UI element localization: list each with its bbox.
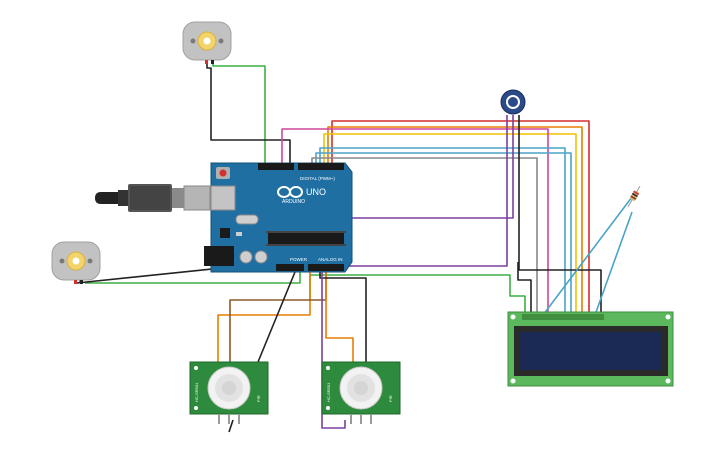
wire-pink-lcd[interactable]	[281, 128, 549, 315]
wire-blue-lcd[interactable]	[319, 147, 566, 315]
motor-terminal-red[interactable]	[205, 60, 208, 64]
wire-motor2-green[interactable]	[85, 272, 301, 284]
wire-blue2-lcd[interactable]	[315, 152, 572, 315]
wire-pir2-orange[interactable]	[325, 272, 354, 362]
wire-pir2-purple[interactable]	[321, 272, 346, 429]
lcd-pin-header[interactable]	[522, 314, 604, 320]
regulator-chip	[220, 228, 230, 238]
analog-label: ANALOG IN	[318, 257, 343, 262]
pir-hole	[194, 366, 198, 370]
atmega-chip	[268, 232, 344, 244]
resistor-band-2	[631, 192, 638, 198]
smd-part	[236, 232, 242, 236]
wire-motor1-black[interactable]	[206, 60, 291, 165]
pir-pin[interactable]	[370, 414, 372, 424]
pir-pin[interactable]	[218, 414, 220, 424]
pir-hole	[326, 406, 330, 410]
resistor-band-1	[630, 195, 637, 200]
dc-motor-top[interactable]	[182, 21, 232, 64]
wire-red-lcd[interactable]	[331, 120, 590, 315]
motor-shaft	[203, 37, 211, 45]
potentiometer[interactable]	[500, 89, 526, 115]
resistor-band-3	[633, 190, 640, 196]
header-analog[interactable]	[308, 264, 344, 271]
wires	[76, 60, 633, 433]
pir-pin[interactable]	[228, 414, 230, 424]
capacitor-2	[254, 250, 268, 264]
crystal	[235, 214, 259, 225]
resistor-icon[interactable]	[625, 185, 642, 209]
pir-back-label: PIR	[388, 395, 393, 402]
pir-hole	[194, 406, 198, 410]
lcd-display[interactable]	[507, 311, 674, 387]
pir-dome-core	[354, 381, 368, 395]
power-label: POWER	[290, 257, 308, 262]
wire-yellow-lcd[interactable]	[323, 133, 577, 315]
pir-sensor-2[interactable]: HC-SR501 PIR	[321, 361, 401, 424]
wire-pir1-black[interactable]	[257, 271, 296, 363]
wire-pir1-brown[interactable]	[229, 272, 327, 362]
arduino-logo-text: ARDUINO	[282, 199, 305, 205]
motor-terminal-black[interactable]	[211, 60, 214, 64]
wire-motor1-green[interactable]	[212, 60, 266, 165]
arduino-model-text: UNO	[306, 187, 326, 197]
wire-pir1-black2[interactable]	[228, 419, 234, 433]
potentiometer-knob-inner	[508, 97, 518, 107]
header-digital-b[interactable]	[298, 163, 344, 170]
arduino-logo: ARDUINO UNO	[277, 186, 326, 205]
motor-shaft	[72, 257, 80, 265]
wire-resistor-a[interactable]	[542, 196, 633, 316]
power-jack[interactable]	[204, 246, 234, 266]
wire-pir2-black[interactable]	[319, 272, 367, 362]
motor-screw-right	[87, 258, 93, 264]
reset-button-cap[interactable]	[219, 169, 227, 177]
chip-socket-bottom	[266, 244, 346, 246]
pir-back-label: PIR	[256, 395, 261, 402]
wire-resistor-b[interactable]	[594, 211, 633, 316]
lcd-hole-br	[665, 378, 671, 384]
motor-terminal-red[interactable]	[74, 280, 77, 284]
usb-cable-icon	[95, 184, 211, 212]
pir-pin[interactable]	[350, 414, 352, 424]
pir-side-label: HC-SR501	[326, 382, 331, 402]
motor-screw-right	[218, 38, 224, 44]
motor-screw-left	[59, 258, 65, 264]
header-digital-a[interactable]	[258, 163, 294, 170]
digital-label: DIGITAL (PWM~)	[300, 176, 335, 181]
wire-pir1-orange[interactable]	[217, 272, 311, 362]
pir-pin[interactable]	[360, 414, 362, 424]
lcd-screen	[520, 332, 662, 370]
chip-socket-top	[266, 231, 346, 233]
lcd-hole-tl	[510, 314, 516, 320]
wire-gray-lcd[interactable]	[311, 157, 538, 315]
header-power[interactable]	[276, 264, 304, 271]
motor-terminal-black[interactable]	[80, 280, 83, 284]
wire-lcd-green[interactable]	[309, 274, 526, 315]
usb-socket[interactable]	[210, 185, 236, 211]
pir-side-label: HC-SR501	[194, 382, 199, 402]
pir-pin[interactable]	[238, 414, 240, 424]
wire-lcd-black[interactable]	[517, 262, 532, 315]
arduino-uno-board[interactable]: DIGITAL (PWM~) ARDUINO UNO POWER ANALOG …	[204, 162, 353, 273]
capacitor-1	[239, 250, 253, 264]
lcd-hole-bl	[510, 378, 516, 384]
pir-dome-core	[222, 381, 236, 395]
wire-pot-purple2[interactable]	[295, 115, 508, 267]
pir-hole	[326, 366, 330, 370]
dc-motor-left[interactable]	[51, 241, 101, 284]
wire-pot-black[interactable]	[518, 115, 602, 315]
lcd-hole-tr	[665, 314, 671, 320]
motor-screw-left	[190, 38, 196, 44]
pir-sensor-1[interactable]: HC-SR501 PIR	[189, 361, 269, 424]
wire-orange-lcd[interactable]	[327, 126, 583, 315]
